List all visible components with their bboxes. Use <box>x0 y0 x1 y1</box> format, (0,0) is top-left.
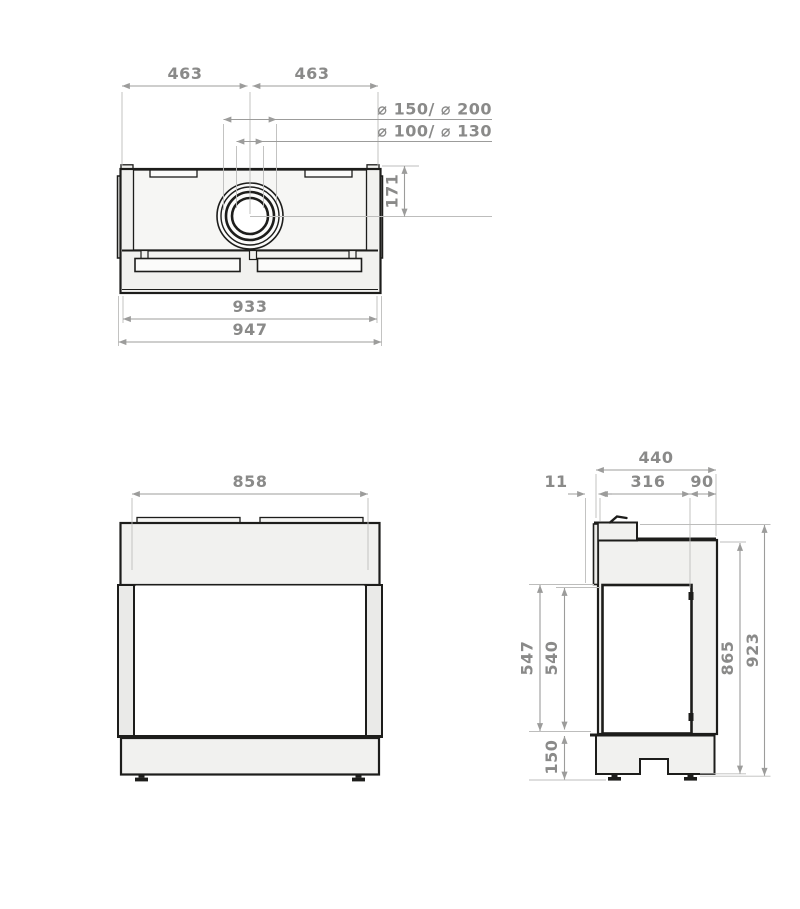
dim-label-463-left: 463 <box>168 64 203 83</box>
top-view: 463 463 ⌀ 150/ ⌀ 200 ⌀ 100/ ⌀ 130 171 93… <box>116 64 492 346</box>
front-foot-left <box>135 777 148 782</box>
side-glass-opening <box>601 583 693 735</box>
dim-label-923: 923 <box>743 633 762 668</box>
dim-label-171: 171 <box>383 174 402 209</box>
front-base <box>119 736 381 776</box>
front-glass <box>135 585 365 736</box>
dim-label-463-right: 463 <box>295 64 330 83</box>
dim-label-flue-inner: ⌀ 100/ ⌀ 130 <box>377 122 492 141</box>
side-view: 440 11 316 90 547 540 150 865 923 <box>518 448 771 781</box>
dim-label-547: 547 <box>518 641 537 676</box>
front-column-left <box>117 584 135 738</box>
burner-slot-right <box>256 257 363 273</box>
side-front-plate <box>592 523 599 586</box>
side-base <box>595 734 716 775</box>
side-top-strip <box>637 537 716 542</box>
dim-label-865: 865 <box>718 641 737 676</box>
dim-label-933: 933 <box>233 297 268 316</box>
front-top-band <box>119 521 381 587</box>
front-view: 858 <box>117 472 383 782</box>
dim-label-540: 540 <box>542 641 561 676</box>
top-vent-slot-right <box>304 169 353 178</box>
side-foot-front <box>608 777 621 781</box>
dim-label-11: 11 <box>544 472 567 491</box>
front-foot-left-stem <box>138 774 145 778</box>
side-foot-rear-stem <box>687 774 694 777</box>
top-vent-slot-left <box>149 169 198 178</box>
hinge-mark-bottom <box>688 713 694 721</box>
dim-label-90: 90 <box>690 472 713 491</box>
side-flue-box <box>594 521 638 542</box>
dim-label-316: 316 <box>631 472 666 491</box>
side-foot-front-stem <box>611 774 618 777</box>
side-foot-rear <box>684 777 697 781</box>
retaining-clip-center <box>248 249 258 261</box>
damper-lever <box>608 515 628 524</box>
dim-label-flue-outer: ⌀ 150/ ⌀ 200 <box>377 100 492 119</box>
hinge-mark-top <box>688 592 694 600</box>
front-column-right <box>365 584 383 738</box>
burner-slot-left <box>134 257 241 273</box>
front-foot-right <box>352 777 365 782</box>
dim-label-440: 440 <box>639 448 674 467</box>
dim-label-947: 947 <box>233 320 268 339</box>
front-foot-right-stem <box>355 774 362 778</box>
dim-label-858: 858 <box>233 472 268 491</box>
dim-label-150: 150 <box>542 740 561 775</box>
